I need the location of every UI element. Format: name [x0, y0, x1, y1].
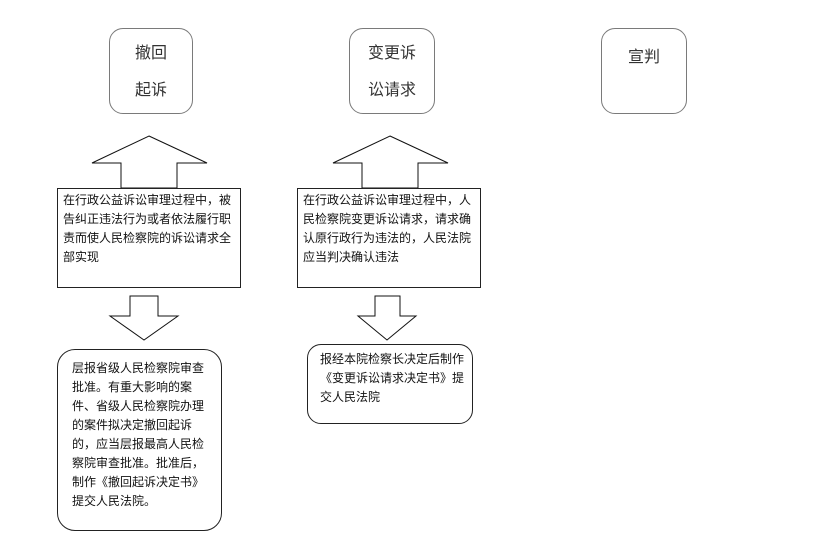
withdraw-prosecution-node: 撤回 起诉 [109, 28, 193, 114]
change-result-box: 报经本院检察长决定后制作《变更诉讼请求决定书》提交人民法院 [307, 344, 473, 424]
change-claim-node: 变更诉 讼请求 [349, 28, 435, 114]
up-arrow-icon [332, 135, 449, 189]
change-result-text: 报经本院检察长决定后制作《变更诉讼请求决定书》提交人民法院 [320, 352, 465, 404]
change-condition-box: 在行政公益诉讼审理过程中，人民检察院变更诉讼请求，请求确认原行政行为违法的，人民… [297, 188, 481, 288]
withdraw-condition-box: 在行政公益诉讼审理过程中，被告纠正违法行为或者依法履行职责而使人民检察院的诉讼请… [57, 188, 241, 288]
change-claim-title: 变更诉 讼请求 [367, 43, 416, 99]
up-arrow-icon [91, 135, 208, 189]
change-condition-text: 在行政公益诉讼审理过程中，人民检察院变更诉讼请求，请求确认原行政行为违法的，人民… [303, 193, 472, 264]
down-arrow-icon [108, 295, 180, 341]
withdraw-result-text: 层报省级人民检察院审查批准。有重大影响的案件、省级人民检察院办理的案件拟决定撤回… [72, 361, 205, 508]
withdraw-prosecution-title: 撤回 起诉 [134, 43, 167, 99]
withdraw-condition-text: 在行政公益诉讼审理过程中，被告纠正违法行为或者依法履行职责而使人民检察院的诉讼请… [63, 193, 232, 264]
down-arrow-icon [356, 295, 418, 341]
withdraw-result-box: 层报省级人民检察院审查批准。有重大影响的案件、省级人民检察院办理的案件拟决定撤回… [57, 349, 222, 531]
verdict-title: 宣判 [627, 47, 660, 66]
verdict-node: 宣判 [601, 28, 687, 114]
